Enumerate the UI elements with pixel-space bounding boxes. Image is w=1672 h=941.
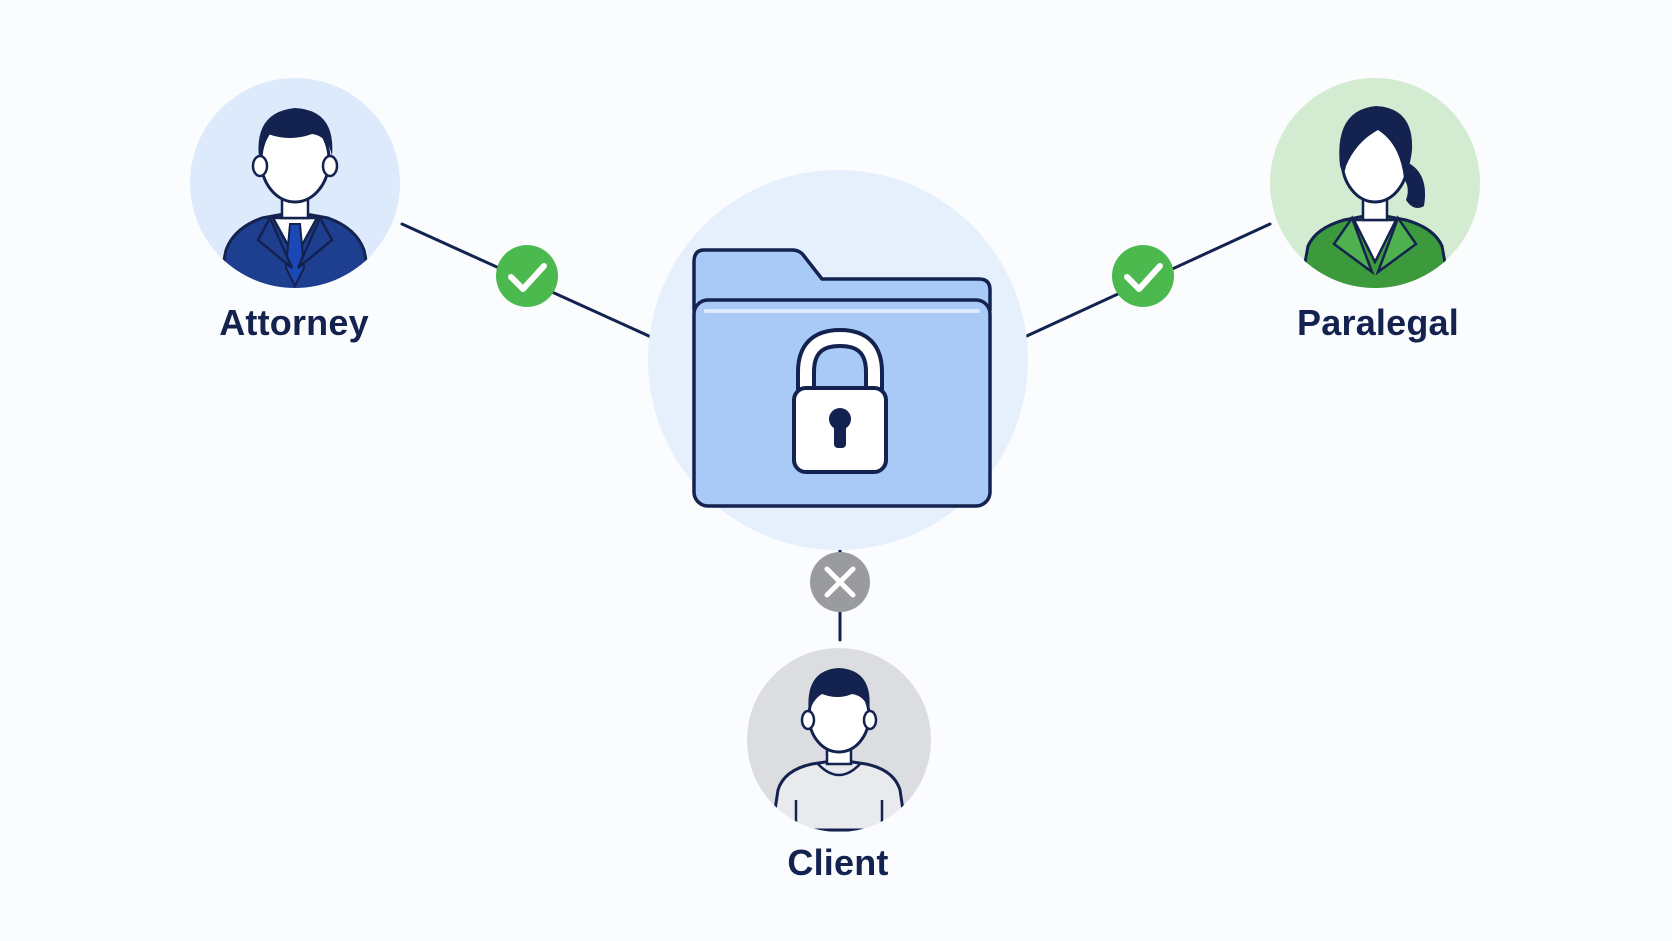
x-icon <box>824 566 856 598</box>
padlock-icon <box>792 327 888 474</box>
secure-folder <box>648 170 1028 550</box>
attorney-status-badge <box>496 245 558 307</box>
attorney-avatar <box>190 78 400 288</box>
locked-folder-icon <box>692 248 992 508</box>
check-icon <box>1124 263 1163 292</box>
check-icon <box>508 263 547 292</box>
client-icon <box>770 668 908 832</box>
paralegal-label: Paralegal <box>1297 302 1459 343</box>
paralegal-avatar <box>1270 78 1480 288</box>
paralegal-icon <box>1298 106 1452 288</box>
client-label: Client <box>787 842 889 883</box>
client-avatar <box>747 648 931 832</box>
client-status-badge <box>810 552 870 612</box>
attorney-icon <box>216 108 374 288</box>
paralegal-status-badge <box>1112 245 1174 307</box>
attorney-label: Attorney <box>219 302 369 343</box>
